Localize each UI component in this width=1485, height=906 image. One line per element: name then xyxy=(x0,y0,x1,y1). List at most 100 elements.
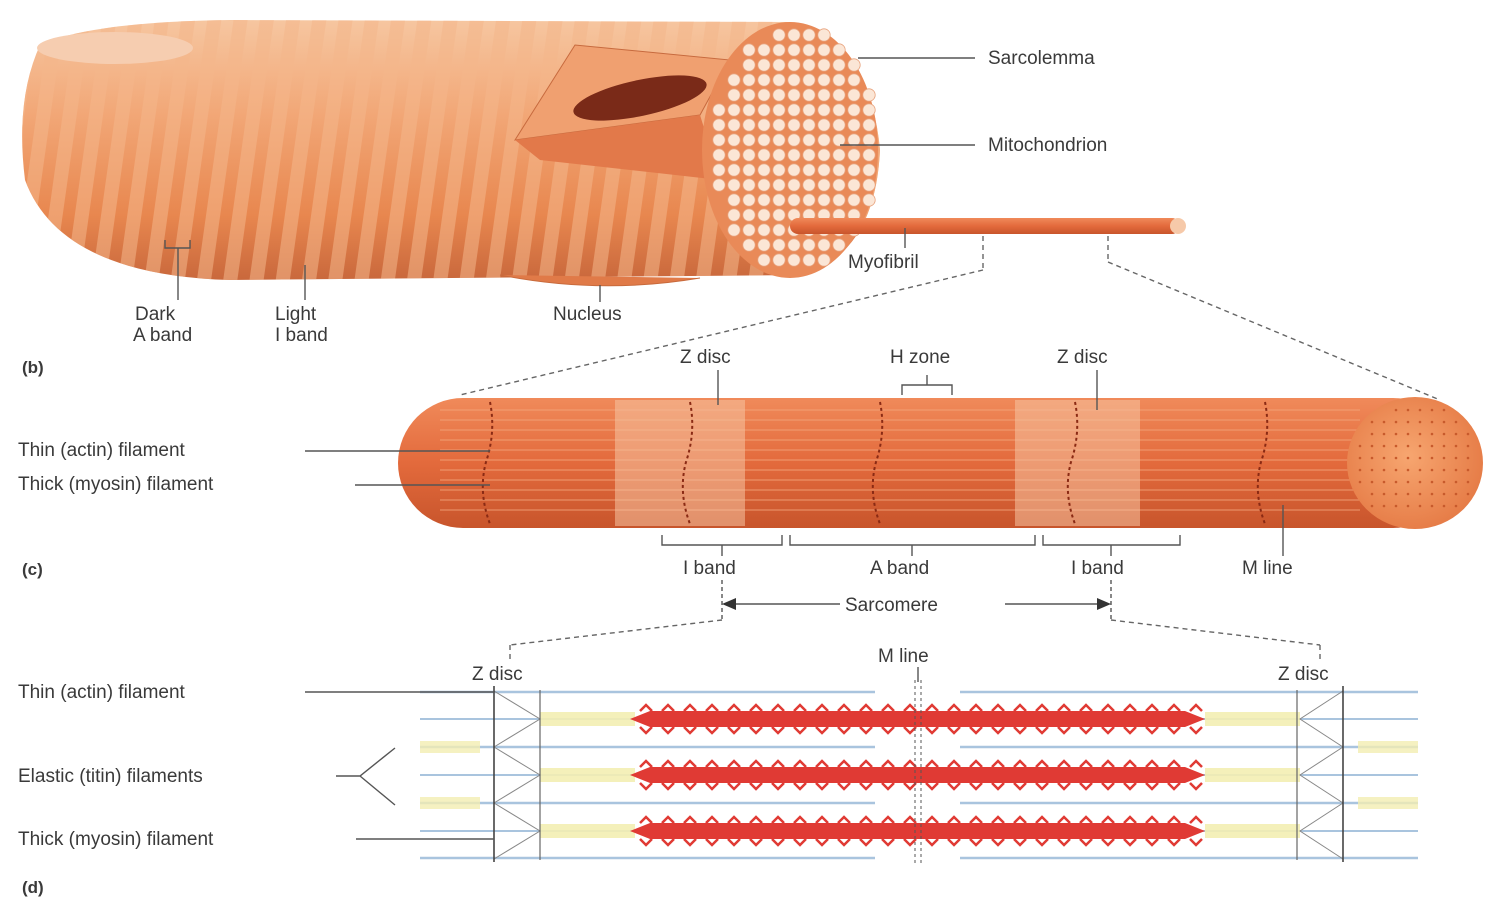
titin-filament xyxy=(1205,824,1300,838)
cap-dot xyxy=(1383,457,1386,460)
cap-dot xyxy=(1431,457,1434,460)
myofibril-cross-section xyxy=(833,89,845,101)
myofibril-cross-section xyxy=(818,239,830,251)
cap-dot xyxy=(1383,445,1386,448)
cap-dot xyxy=(1443,445,1446,448)
label-thick-filament-c: Thick (myosin) filament xyxy=(18,474,214,495)
a-band-bracket xyxy=(790,535,1035,545)
cap-dot xyxy=(1443,493,1446,496)
titin-filament xyxy=(1358,741,1418,753)
myofibril-cross-section xyxy=(788,194,800,206)
myofibril-cross-section xyxy=(743,149,755,161)
cap-dot xyxy=(1371,493,1374,496)
myofibril-cross-section xyxy=(773,164,785,176)
myofibril-cross-section xyxy=(818,29,830,41)
myofibril-cross-section xyxy=(863,164,875,176)
myofibril-cross-section xyxy=(833,74,845,86)
cap-dot xyxy=(1455,421,1458,424)
myofibril-cross-section xyxy=(788,74,800,86)
myofibril-cross-section xyxy=(758,104,770,116)
titin-filament xyxy=(540,824,635,838)
label-a-band: A band xyxy=(870,558,929,579)
cap-dot xyxy=(1359,469,1362,472)
cap-dot xyxy=(1455,457,1458,460)
myofibril-cross-section xyxy=(833,119,845,131)
myofibril-cross-section xyxy=(728,149,740,161)
i-band-left-bracket xyxy=(662,535,782,545)
cap-dot xyxy=(1419,505,1422,508)
myofibril-cross-section xyxy=(818,44,830,56)
myofibril-cross-section xyxy=(773,44,785,56)
panel-b-muscle-fiber: Sarcolemma Mitochondrion Myofibril Dark … xyxy=(22,20,1186,377)
cap-dot xyxy=(1407,421,1410,424)
myofibril-cross-section xyxy=(758,164,770,176)
myofibril-cross-section xyxy=(743,194,755,206)
zoom-line-b4 xyxy=(1108,262,1440,400)
myofibril-end-cap xyxy=(1347,397,1483,529)
myofibril-cross-section xyxy=(833,164,845,176)
cap-dot xyxy=(1467,469,1470,472)
cap-dot xyxy=(1431,433,1434,436)
fiber-left-end xyxy=(37,32,193,64)
myofibril-cross-section xyxy=(833,194,845,206)
label-dark: Dark xyxy=(135,304,176,325)
myofibril-cross-section xyxy=(758,224,770,236)
cap-dot xyxy=(1371,457,1374,460)
myofibril-cross-section xyxy=(743,104,755,116)
zoom-line-b3 xyxy=(460,270,983,395)
myofibril-cross-section xyxy=(818,119,830,131)
cap-dot xyxy=(1383,481,1386,484)
myofibril-cross-section xyxy=(788,149,800,161)
myofibril-cross-section xyxy=(803,44,815,56)
sarcomere-arrowhead-left xyxy=(722,598,736,610)
myofibril-cross-section xyxy=(773,119,785,131)
cap-dot xyxy=(1371,505,1374,508)
myofibril-cross-section xyxy=(758,149,770,161)
cap-dot xyxy=(1395,481,1398,484)
myofibril-cross-section xyxy=(803,194,815,206)
thick-myosin-filament xyxy=(630,823,1205,839)
myofibril-cross-section xyxy=(863,194,875,206)
myofibril-cross-section xyxy=(743,119,755,131)
myofibril-cross-section xyxy=(758,179,770,191)
label-thin-filament-d: Thin (actin) filament xyxy=(18,682,186,703)
myofibril-cross-section xyxy=(788,164,800,176)
label-z-disc-left-d: Z disc xyxy=(472,664,523,685)
myofibril-cross-section xyxy=(728,119,740,131)
cap-dot xyxy=(1443,505,1446,508)
myofibril-cross-section xyxy=(833,59,845,71)
label-i-band-right: I band xyxy=(1071,558,1124,579)
zoom-line-c3 xyxy=(1111,620,1320,645)
cap-dot xyxy=(1455,445,1458,448)
panel-c-myofibril: Z disc H zone Z disc Thin (actin) filame… xyxy=(18,347,1483,620)
myofibril-cross-section xyxy=(803,29,815,41)
extended-myofibril xyxy=(790,218,1180,234)
label-i-band: I band xyxy=(275,325,328,346)
cap-dot xyxy=(1383,469,1386,472)
cap-dot xyxy=(1383,433,1386,436)
cap-dot xyxy=(1359,457,1362,460)
titin-filament xyxy=(1205,768,1300,782)
cap-dot xyxy=(1359,445,1362,448)
cap-dot xyxy=(1407,409,1410,412)
cap-dot xyxy=(1431,493,1434,496)
titin-filament xyxy=(1205,712,1300,726)
myofibril-cross-section xyxy=(788,239,800,251)
myofibril-cross-section xyxy=(833,179,845,191)
myofibril-cross-section xyxy=(848,149,860,161)
myofibril-cross-section xyxy=(728,104,740,116)
cap-dot xyxy=(1395,433,1398,436)
cap-dot xyxy=(1455,469,1458,472)
myofibril-cross-section xyxy=(728,209,740,221)
cap-dot xyxy=(1431,409,1434,412)
myofibril-cross-section xyxy=(803,89,815,101)
zoom-line-c1 xyxy=(510,620,722,645)
myofibril-cross-section xyxy=(803,119,815,131)
label-a-band: A band xyxy=(133,325,192,346)
myofibril-cross-section xyxy=(773,254,785,266)
cap-dot xyxy=(1407,505,1410,508)
myofibril-cross-section xyxy=(803,134,815,146)
myofibril-cross-section xyxy=(833,239,845,251)
cap-dot xyxy=(1455,493,1458,496)
